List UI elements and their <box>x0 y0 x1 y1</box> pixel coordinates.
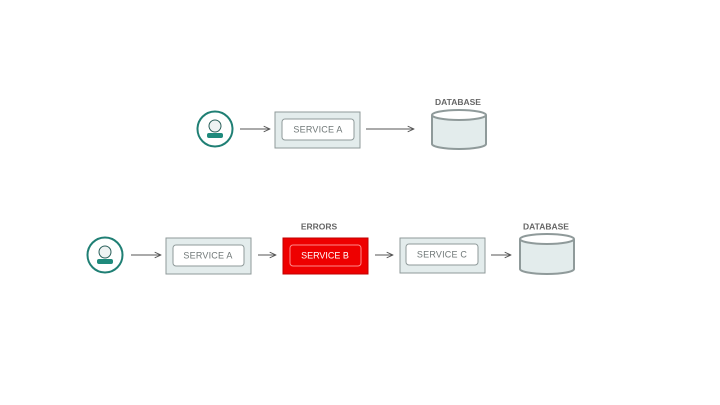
service-a-box[interactable]: SERVICE A <box>165 237 252 275</box>
service-a-box[interactable]: SERVICE A <box>274 111 361 149</box>
service-a-label: SERVICE A <box>293 125 342 135</box>
top-flow: SERVICE A DATABASE <box>196 97 487 150</box>
service-b-box-error[interactable]: SERVICE B <box>282 237 369 275</box>
database-caption: DATABASE <box>523 222 569 232</box>
user-icon <box>86 236 124 274</box>
service-c-label: SERVICE C <box>417 250 467 260</box>
service-c-box[interactable]: SERVICE C <box>399 237 486 274</box>
database-icon <box>431 109 487 150</box>
errors-caption: ERRORS <box>301 222 338 232</box>
database-caption: DATABASE <box>435 97 481 107</box>
user-icon <box>196 110 234 148</box>
service-a-label: SERVICE A <box>183 251 232 261</box>
service-b-label: SERVICE B <box>301 251 349 261</box>
database-icon <box>519 233 575 275</box>
bottom-flow: SERVICE A ERRORS SERVICE B SERVICE C DAT… <box>86 222 575 275</box>
